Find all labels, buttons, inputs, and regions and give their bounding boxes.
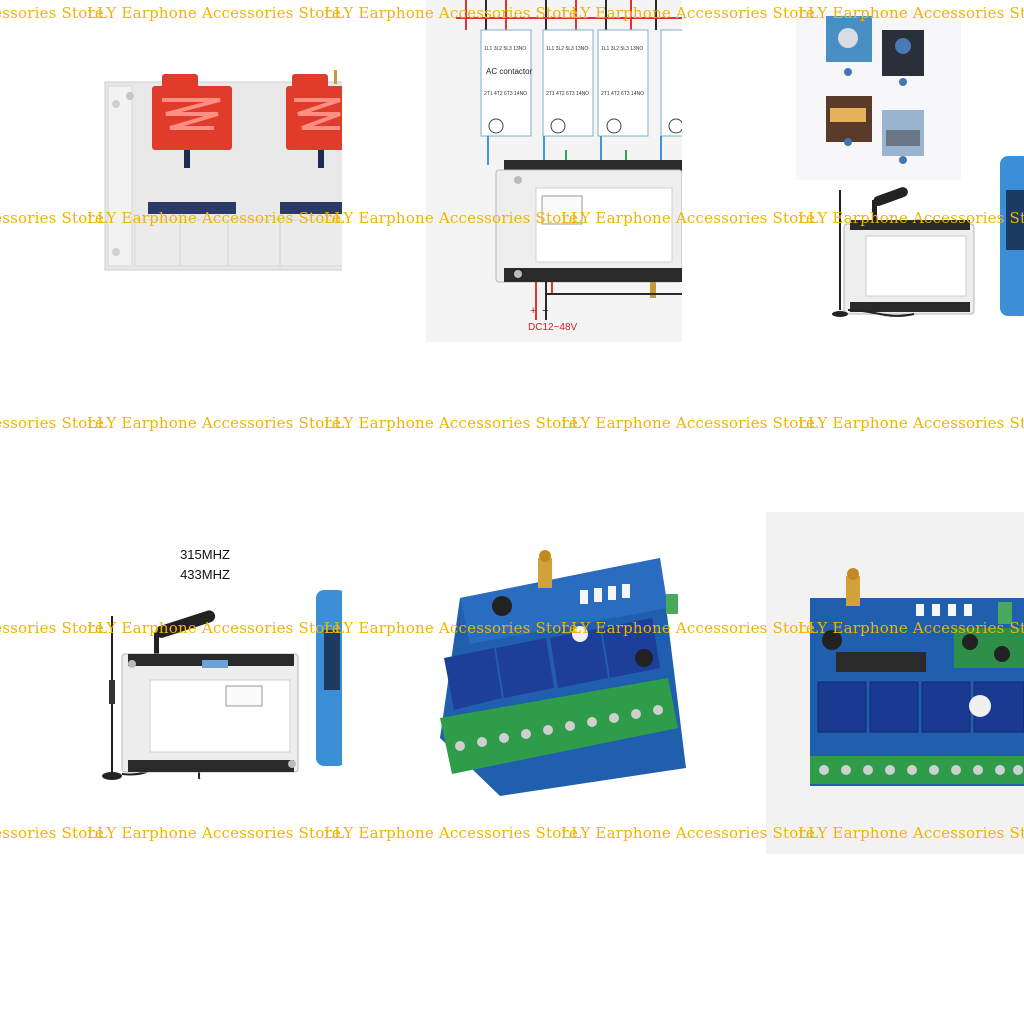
frequency-label-433: 433MHZ bbox=[180, 567, 230, 582]
watermark-text: LLY Earphone Accessories Store bbox=[324, 824, 578, 842]
wiring-diagram-illustration: AC contactor 1L1 3L2 5L3 13NO 2T1 4T2 6T… bbox=[456, 0, 682, 333]
product-image-relay-board-front[interactable] bbox=[766, 512, 1024, 854]
watermark-text: LLY Earphone Accessories Store bbox=[0, 4, 104, 22]
relay-board-angled-illustration bbox=[440, 550, 686, 796]
svg-text:+: + bbox=[530, 305, 536, 317]
watermark-text: LLY Earphone Accessories Store bbox=[0, 824, 104, 842]
power-label: DC12~48V bbox=[528, 322, 578, 333]
svg-text:1L1 3L2 5L3 13NO: 1L1 3L2 5L3 13NO bbox=[546, 46, 588, 52]
watermark-text: LLY Earphone Accessories Store bbox=[0, 209, 104, 227]
relay-board-front-illustration bbox=[810, 568, 1024, 786]
svg-text:2T1 4T2 6T3 14NO: 2T1 4T2 6T3 14NO bbox=[484, 91, 527, 97]
svg-text:1L1 3L2 5L3 13NO: 1L1 3L2 5L3 13NO bbox=[601, 46, 643, 52]
receiver-antenna-illustration bbox=[102, 590, 342, 780]
svg-text:2T1 4T2 6T3 14NO: 2T1 4T2 6T3 14NO bbox=[546, 91, 589, 97]
product-image-application-scenes[interactable] bbox=[796, 10, 1024, 330]
product-image-din-enclosure[interactable] bbox=[100, 70, 342, 275]
watermark-text: LLY Earphone Accessories Store bbox=[0, 414, 104, 432]
contactor-1: AC contactor 1L1 3L2 5L3 13NO 2T1 4T2 6T… bbox=[480, 29, 533, 137]
svg-text:1L1 3L2 5L3 13NO: 1L1 3L2 5L3 13NO bbox=[484, 46, 526, 52]
product-image-receiver-antenna[interactable] bbox=[96, 590, 342, 790]
watermark-text: LLY Earphone Accessories Store bbox=[324, 414, 578, 432]
frequency-label-315: 315MHZ bbox=[180, 547, 230, 562]
watermark-text: LLY Earphone Accessories Store bbox=[87, 824, 341, 842]
watermark-text: LLY Earphone Accessories Store bbox=[798, 414, 1024, 432]
product-image-relay-board-angled[interactable] bbox=[430, 548, 686, 798]
svg-text:2T1 4T2 6T3 14NO: 2T1 4T2 6T3 14NO bbox=[601, 91, 644, 97]
watermark-text: LLY Earphone Accessories Store bbox=[561, 414, 815, 432]
watermark-text: LLY Earphone Accessories Store bbox=[0, 619, 104, 637]
watermark-text: LLY Earphone Accessories Store bbox=[87, 414, 341, 432]
watermark-text: LLY Earphone Accessories Store bbox=[87, 4, 341, 22]
svg-text:−: − bbox=[542, 305, 548, 317]
product-image-wiring-diagram[interactable]: AC contactor 1L1 3L2 5L3 13NO 2T1 4T2 6T… bbox=[426, 0, 682, 342]
contactor-label: AC contactor bbox=[486, 67, 533, 76]
relay-block bbox=[444, 618, 660, 710]
din-enclosure-illustration bbox=[104, 70, 342, 271]
application-scenes-illustration bbox=[796, 10, 1024, 317]
